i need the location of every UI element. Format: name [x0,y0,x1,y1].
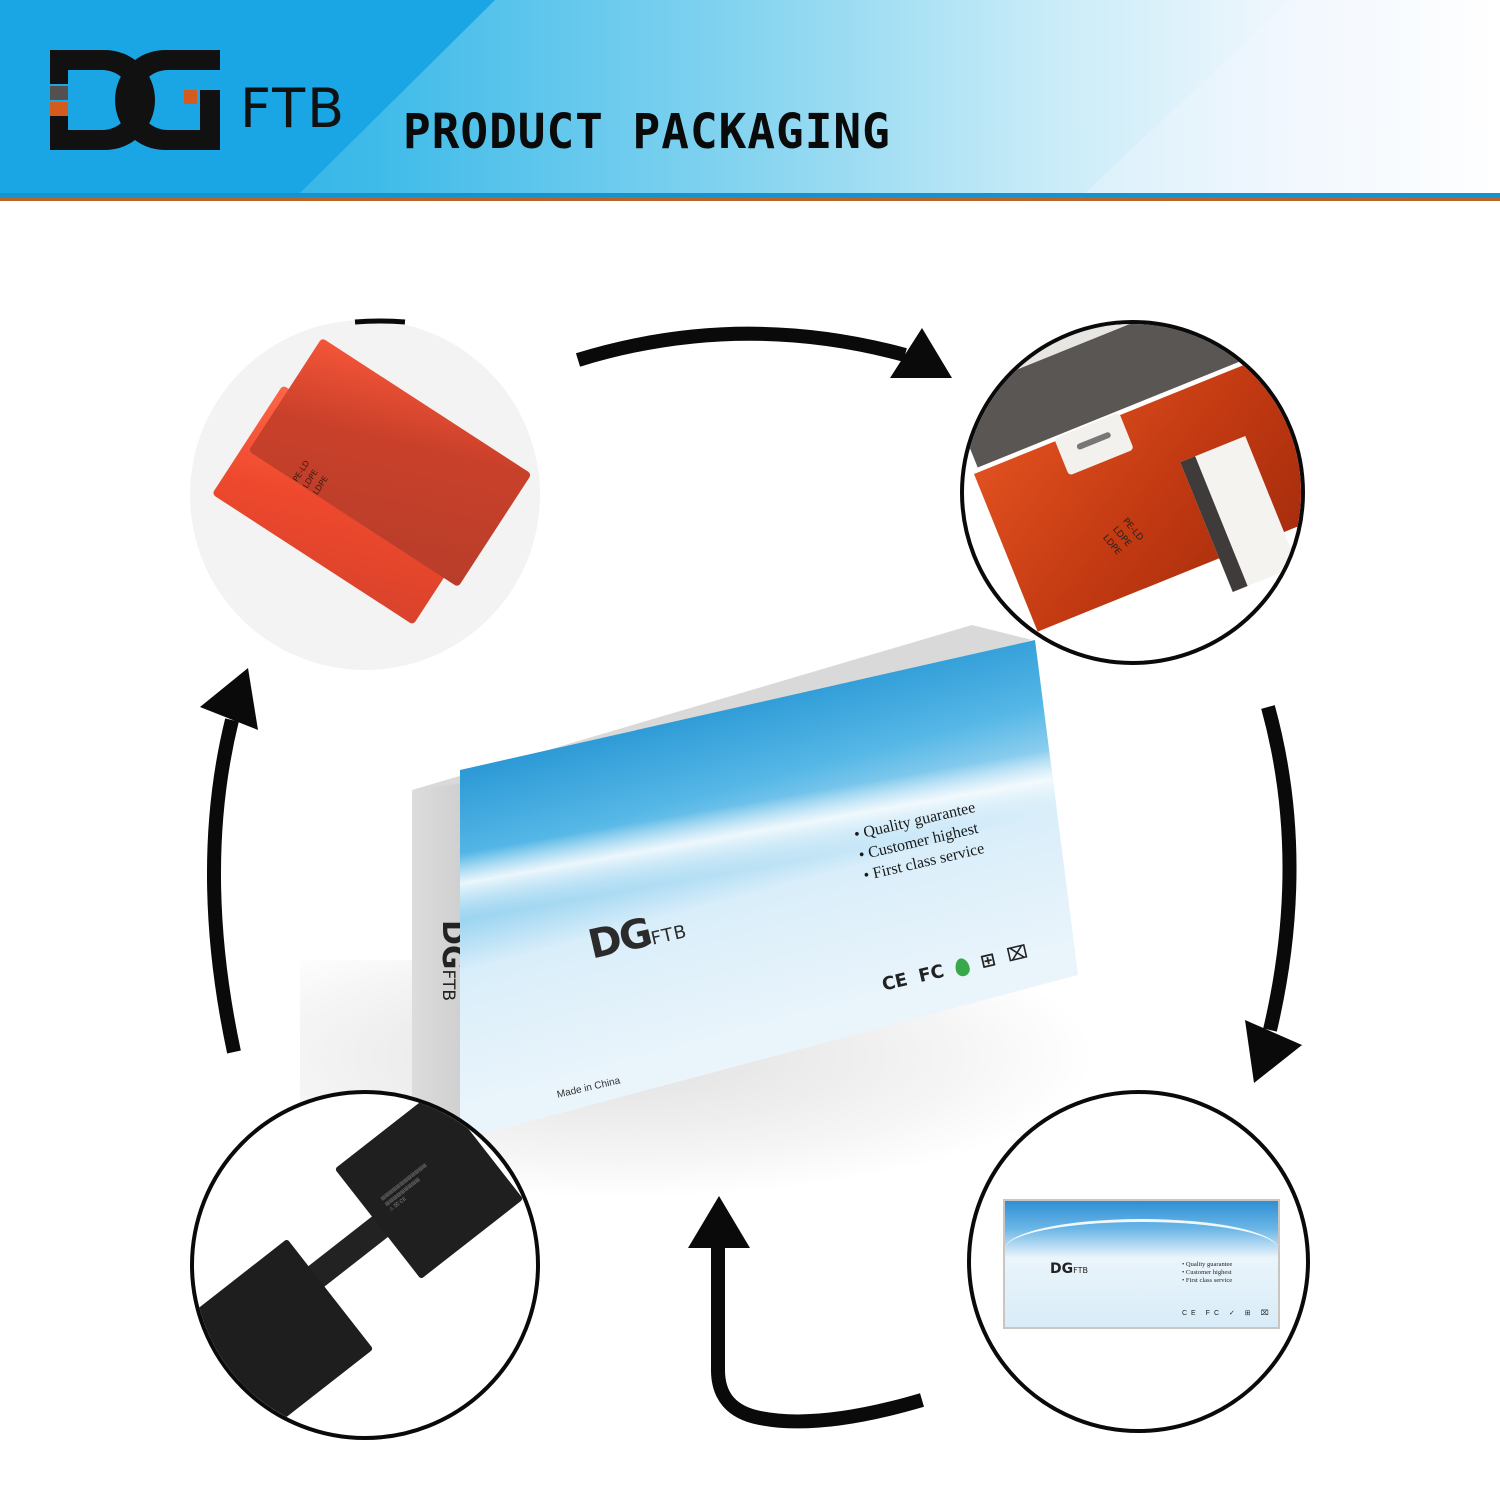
circle-arc-fragment [354,318,406,325]
cert-square-icon: ⊞ [978,948,998,973]
mini-box-logo: DGFTB [1050,1261,1088,1277]
header-banner: FTB PRODUCT PACKAGING [0,0,1500,193]
brand-suffix: FTB [240,77,347,140]
header-divider-blue [0,193,1500,197]
arrow-up-left-icon [200,668,258,1054]
arrow-down-icon [1245,705,1302,1083]
mini-cert-marks: CE FC ✓ ⊞ ⌧ [1182,1310,1273,1317]
step-retail-box: DGFTB • Quality guarantee • Customer hig… [967,1090,1310,1433]
retail-box [460,640,1082,1140]
page-title: PRODUCT PACKAGING [403,102,891,160]
box-front-face [460,640,1078,1140]
step-battery: ▤▤▤▤▤▤▤▤▤▤▤▤▤▤▤▤▤▤▤▤▤⚠ ⌧ CE [190,1090,540,1440]
rohs-leaf-icon [953,956,972,978]
arrow-right-icon [575,326,952,378]
header-divider-orange [0,197,1500,201]
mini-retail-box: DGFTB • Quality guarantee • Customer hig… [1003,1199,1280,1329]
brand-logo-icon [50,50,220,150]
step-foam-box: PE-LD LDPE LDPE [960,320,1305,665]
mini-feature-list: • Quality guarantee • Customer highest •… [1182,1261,1233,1284]
arrow-up-icon [688,1196,924,1429]
step-red-bags: PE-LD LDPE LDPE [190,320,540,670]
